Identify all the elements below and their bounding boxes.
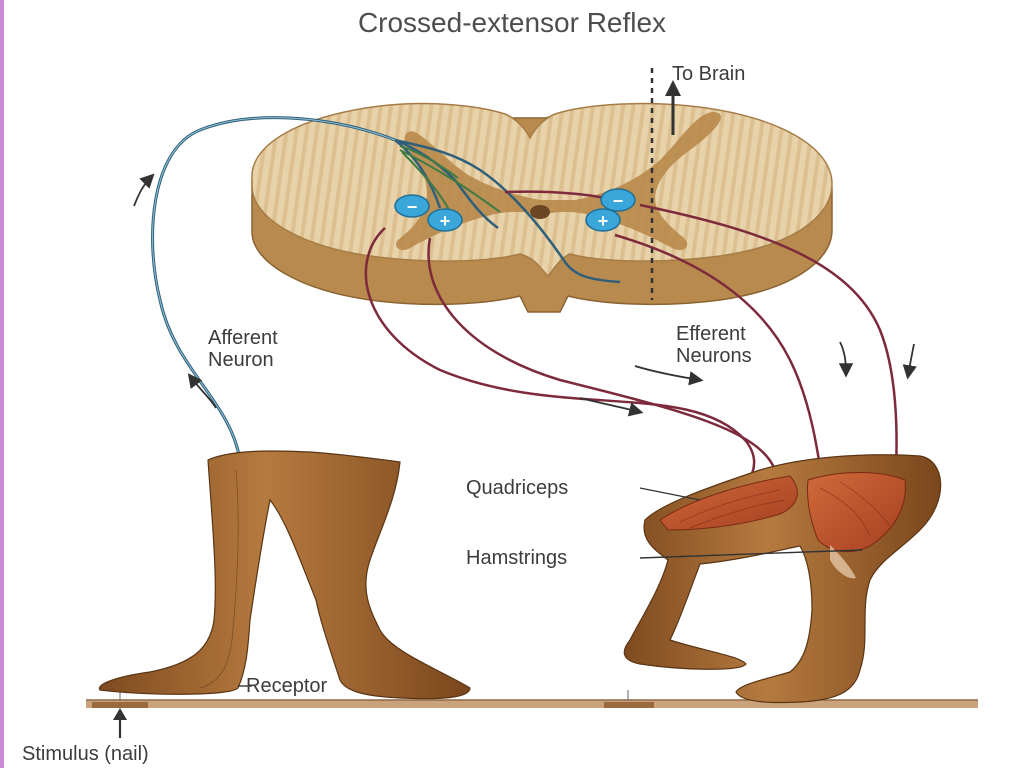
- left-leg-contour: [199, 469, 239, 689]
- stimulus-label: Stimulus (nail): [22, 743, 149, 765]
- hamstrings-leader: [639, 549, 863, 559]
- to-brain-arrow-head: [665, 80, 681, 96]
- leader-lines: [238, 487, 863, 687]
- efferent-arrow-upper: [634, 365, 704, 386]
- knee-highlight: [830, 545, 856, 579]
- synapse-markers: − + − +: [394, 188, 636, 232]
- floor: [86, 690, 978, 708]
- stimulus-arrow: [113, 708, 127, 738]
- to-brain-pathway: [650, 68, 681, 300]
- receptor-label: Receptor: [246, 675, 327, 697]
- left-leg: [98, 450, 471, 700]
- muscle-fibers: [679, 481, 891, 537]
- quadriceps-leader: [639, 487, 701, 501]
- afferent-branch-a: [394, 138, 499, 230]
- hamstrings-muscle: [807, 472, 906, 553]
- spinal-white-matter: [251, 102, 833, 278]
- svg-text:+: +: [440, 211, 451, 231]
- efferent-arrow-right-a: [838, 341, 854, 378]
- floor-mark-right: [604, 702, 654, 708]
- diagram-title: Crossed-extensor Reflex: [358, 7, 666, 38]
- efferent-neuron-quadriceps-left: [364, 227, 756, 512]
- afferent-neuron-label-line1: Afferent: [208, 327, 278, 349]
- spinal-cord-section: [251, 102, 833, 313]
- quadriceps-label: Quadriceps: [466, 477, 568, 499]
- direction-arrows: [133, 173, 917, 417]
- stimulus-arrow-head: [113, 708, 127, 720]
- efferent-neurons-label-line1: Efferent: [676, 323, 746, 345]
- interneuron-b: [399, 149, 501, 213]
- afferent-branch-b: [394, 138, 621, 284]
- afferent-arrow-upper: [133, 173, 155, 207]
- left-leg-shape: [98, 450, 471, 700]
- spinal-grey-matter: [395, 112, 721, 251]
- synapse-inhibitory-right: −: [600, 188, 636, 212]
- efferent-arrow-right-b: [902, 343, 917, 380]
- floor-mark-left: [92, 702, 148, 708]
- efferent-arrow-lower: [579, 397, 644, 417]
- efferent-neurons-label-line2: Neurons: [676, 345, 752, 367]
- synapse-excitatory-left: +: [427, 208, 463, 232]
- svg-text:−: −: [613, 191, 624, 211]
- svg-text:−: −: [407, 197, 418, 217]
- interneuron-a: [399, 145, 459, 179]
- right-leg: [623, 454, 942, 704]
- central-canal: [530, 205, 550, 219]
- afferent-arrow-lower: [187, 373, 217, 409]
- synapse-excitatory-right: +: [585, 208, 621, 232]
- floor-surface: [86, 700, 978, 708]
- afferent-neuron-label-line2: Neuron: [208, 349, 274, 371]
- svg-text:+: +: [598, 211, 609, 231]
- left-border-rule: [0, 0, 4, 768]
- hamstrings-label: Hamstrings: [466, 547, 567, 569]
- synapse-inhibitory-left: −: [394, 194, 430, 218]
- to-brain-label: To Brain: [672, 63, 745, 85]
